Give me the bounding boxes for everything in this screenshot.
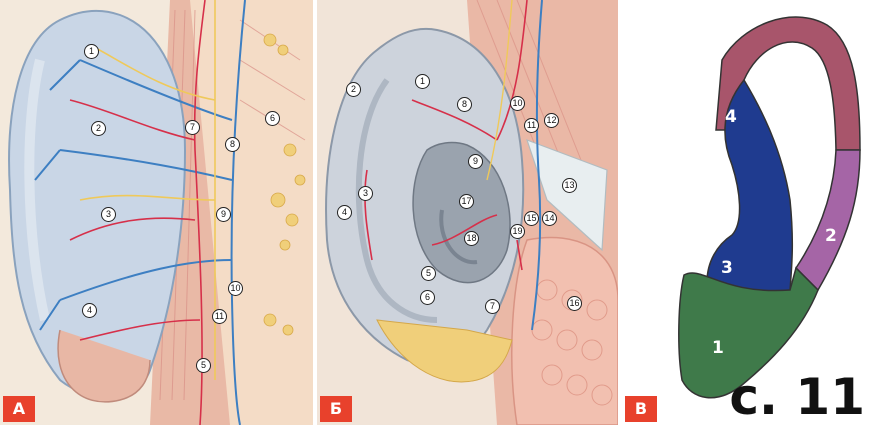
marker-b-14: 14 <box>542 211 557 226</box>
zone-label-4: 4 <box>725 107 737 127</box>
marker-b-5: 5 <box>421 266 436 281</box>
marker-b-11: 11 <box>524 118 539 133</box>
marker-a-2: 2 <box>91 121 106 136</box>
marker-a-9: 9 <box>216 207 231 222</box>
posterior-ear-illustration <box>0 0 313 425</box>
marker-a-7: 7 <box>185 120 200 135</box>
panel-b-label: Б <box>320 396 352 422</box>
figure-caption: с. 11 <box>729 369 865 425</box>
marker-b-12: 12 <box>544 113 559 128</box>
marker-b-7: 7 <box>485 299 500 314</box>
marker-b-4: 4 <box>337 205 352 220</box>
marker-b-18: 18 <box>464 231 479 246</box>
marker-a-8: 8 <box>225 137 240 152</box>
marker-b-6: 6 <box>420 290 435 305</box>
marker-b-19: 19 <box>510 224 525 239</box>
marker-a-5: 5 <box>196 358 211 373</box>
marker-a-6: 6 <box>265 111 280 126</box>
panel-c-innervation-zones: 1 2 3 4 В с. 11 <box>622 0 869 425</box>
marker-b-8: 8 <box>457 97 472 112</box>
marker-a-1: 1 <box>84 44 99 59</box>
marker-a-10: 10 <box>228 281 243 296</box>
marker-b-17: 17 <box>459 194 474 209</box>
zone-label-2: 2 <box>825 226 837 246</box>
panel-c-label: В <box>625 396 657 422</box>
zone-2-shape <box>796 150 860 290</box>
panel-a-posterior-ear: 1 2 3 4 5 6 7 8 9 10 11 А <box>0 0 313 425</box>
marker-b-16: 16 <box>567 296 582 311</box>
marker-a-3: 3 <box>101 207 116 222</box>
marker-b-15: 15 <box>524 211 539 226</box>
marker-b-1: 1 <box>415 74 430 89</box>
marker-a-4: 4 <box>82 303 97 318</box>
lateral-ear-illustration <box>317 0 618 425</box>
marker-b-10: 10 <box>510 96 525 111</box>
panel-b-lateral-ear: 1 2 3 4 5 6 7 8 9 10 11 12 13 14 15 16 1… <box>317 0 618 425</box>
panel-a-label: А <box>3 396 35 422</box>
zone-label-3: 3 <box>721 258 733 278</box>
zone-label-1: 1 <box>712 338 724 358</box>
marker-b-9: 9 <box>468 154 483 169</box>
ear-zone-map <box>622 0 869 425</box>
marker-a-11: 11 <box>212 309 227 324</box>
marker-b-13: 13 <box>562 178 577 193</box>
marker-b-3: 3 <box>358 186 373 201</box>
marker-b-2: 2 <box>346 82 361 97</box>
